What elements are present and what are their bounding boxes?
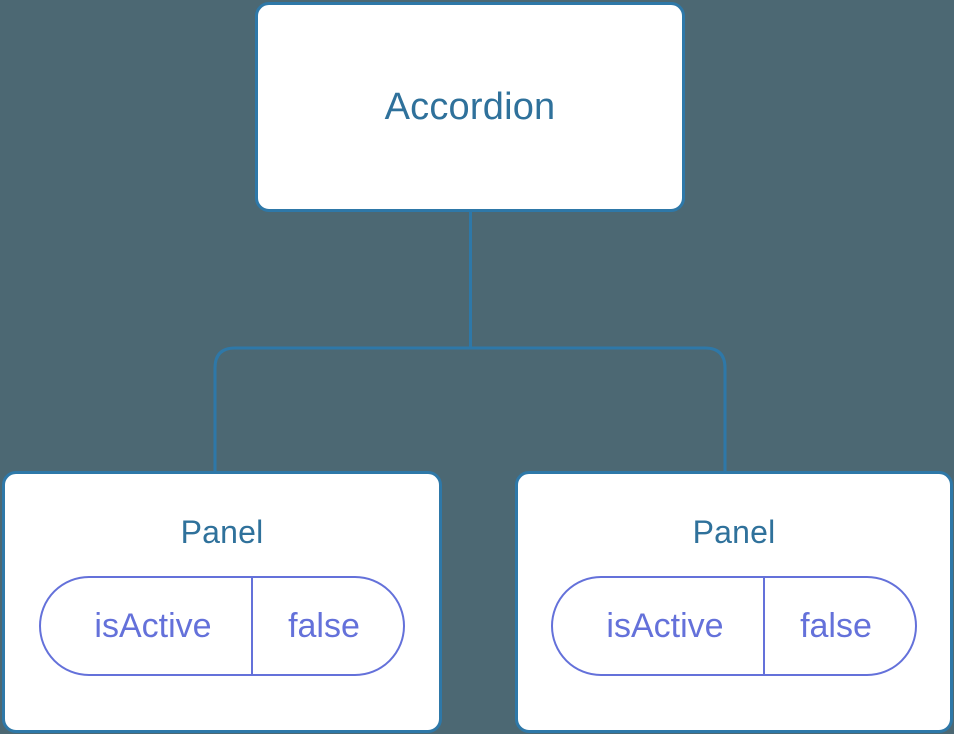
prop-value-isactive: false xyxy=(288,607,360,645)
prop-key-isactive: isActive xyxy=(41,578,253,674)
node-panel-1[interactable]: Panel isActive false xyxy=(2,471,442,733)
node-panel-2-title: Panel xyxy=(692,514,776,550)
node-accordion[interactable]: Accordion xyxy=(255,2,685,212)
edge-to-panel-2 xyxy=(470,346,727,474)
prop-pill-panel-2[interactable]: isActive false xyxy=(551,576,917,676)
prop-key-isactive: isActive xyxy=(553,578,765,674)
prop-pill-panel-1[interactable]: isActive false xyxy=(39,576,405,676)
prop-value-isactive: false xyxy=(800,607,872,645)
node-panel-1-title: Panel xyxy=(180,514,264,550)
edge-to-panel-1 xyxy=(213,346,471,474)
node-accordion-title: Accordion xyxy=(384,86,556,128)
node-panel-2[interactable]: Panel isActive false xyxy=(515,471,953,733)
